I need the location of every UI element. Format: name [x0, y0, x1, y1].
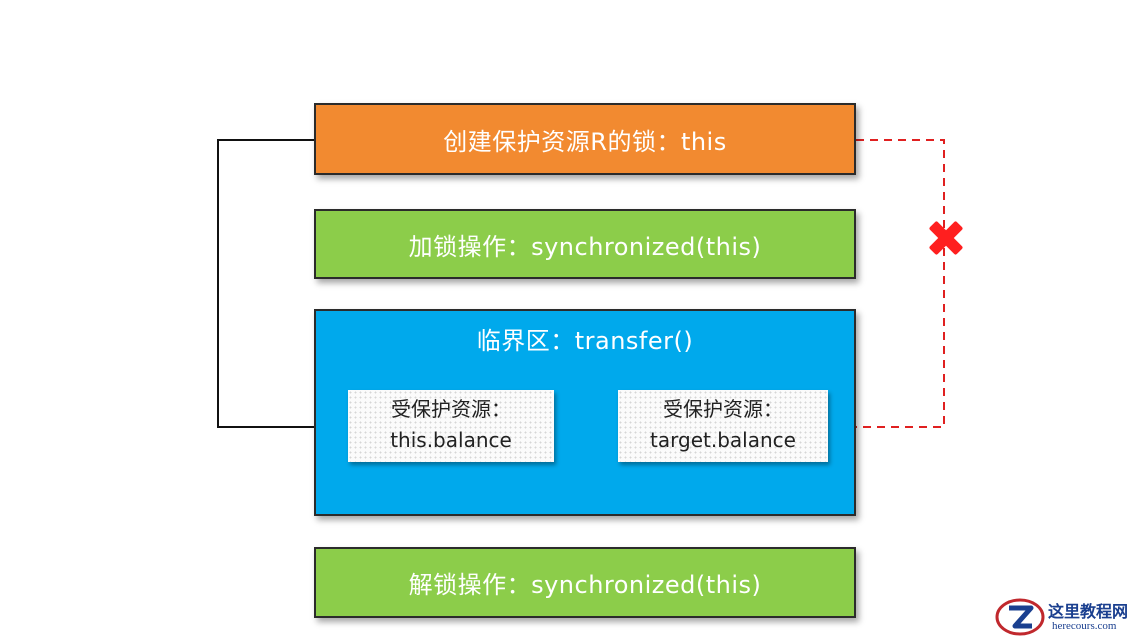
watermark: 这里教程网 herecours.com: [994, 596, 1140, 638]
resource-target-caption: 受保护资源：: [663, 397, 783, 421]
watermark-title: 这里教程网: [1048, 602, 1129, 621]
lock-operation-label: 加锁操作：synchronized(this): [408, 232, 762, 261]
critical-section-title: 临界区：transfer(): [476, 327, 694, 355]
unlock-operation-label: 解锁操作：synchronized(this): [408, 571, 762, 599]
resource-this-name: this.balance: [390, 428, 512, 452]
lock-create-label: 创建保护资源R的锁：this: [443, 127, 727, 156]
x-icon: [929, 221, 963, 255]
resource-target-balance: 受保护资源： target.balance: [618, 390, 828, 462]
resource-this-caption: 受保护资源：: [391, 397, 511, 421]
lock-create-box: 创建保护资源R的锁：this: [314, 103, 856, 175]
lock-operation-box: 加锁操作：synchronized(this): [314, 209, 856, 279]
unlock-operation-box: 解锁操作：synchronized(this): [314, 547, 856, 618]
resource-target-name: target.balance: [650, 428, 796, 452]
watermark-logo-icon: [995, 598, 1045, 636]
resource-this-balance: 受保护资源： this.balance: [348, 390, 554, 462]
watermark-url: herecours.com: [1052, 620, 1117, 632]
